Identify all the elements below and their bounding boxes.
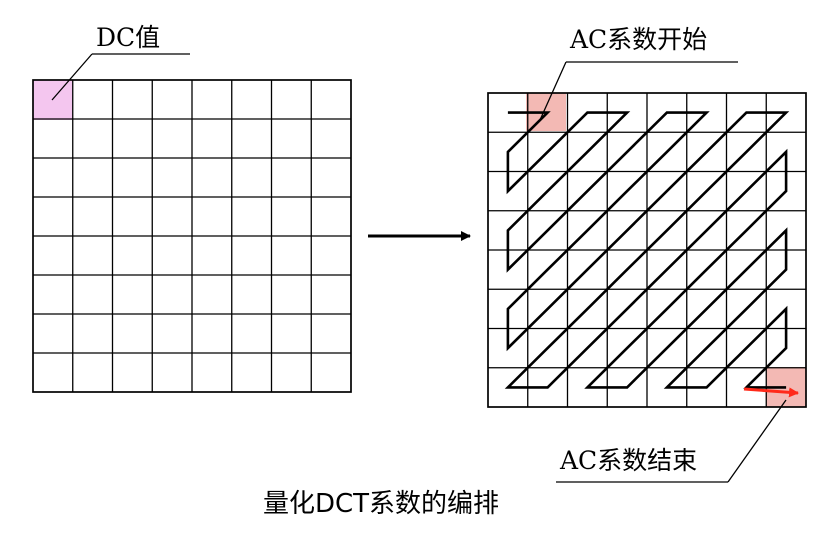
- ac-start-label-group: AC系数开始: [539, 25, 738, 121]
- ac-start-label: AC系数开始: [569, 25, 707, 54]
- dc-cell: [33, 80, 73, 120]
- ac-start-leader-line: [539, 61, 567, 121]
- zigzag-grid: [487, 92, 807, 408]
- left-grid-lines: [32, 79, 352, 393]
- ac-end-leader-line: [727, 399, 787, 483]
- dct-coefficient-grid: [32, 79, 352, 393]
- zigzag-scan-path: [504, 111, 790, 389]
- ac-end-arrow: [743, 387, 799, 398]
- dc-label-group: DC值: [51, 23, 190, 101]
- dc-leader-line: [51, 53, 93, 101]
- dc-value-label: DC值: [96, 23, 160, 52]
- ac-end-label: AC系数结束: [559, 446, 697, 475]
- caption: 量化DCT系数的编排: [263, 489, 499, 519]
- ac-end-label-group: AC系数结束: [556, 399, 787, 483]
